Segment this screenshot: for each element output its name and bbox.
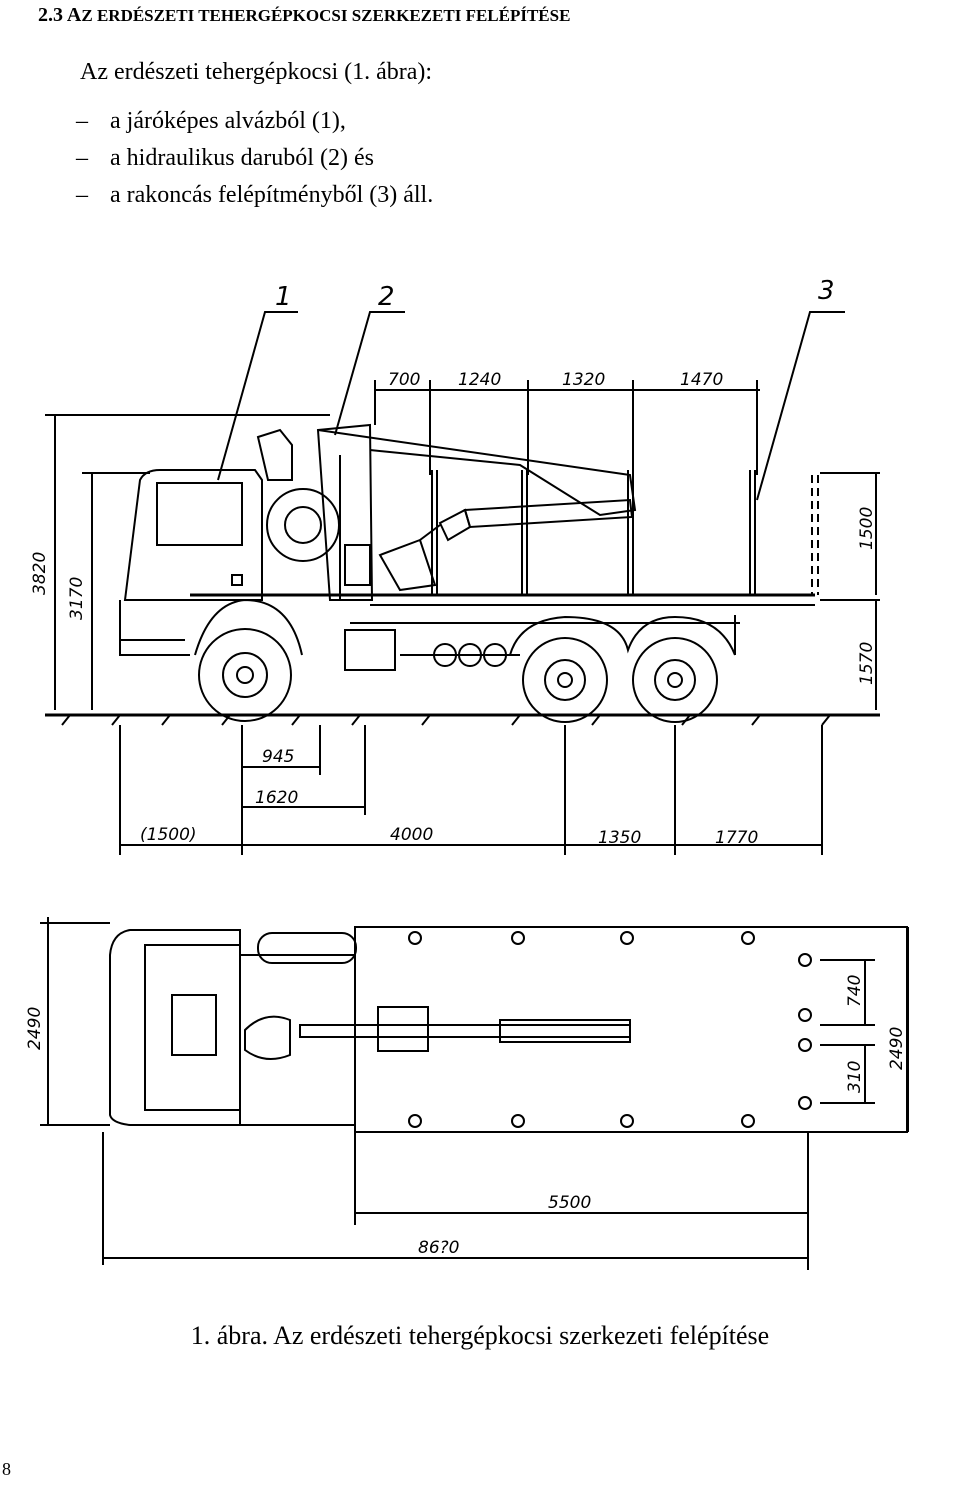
dim-label: (1500) <box>140 825 197 845</box>
dim-label: 3820 <box>30 552 50 595</box>
dim-label: 1620 <box>255 788 298 808</box>
dim-label: 1320 <box>562 370 605 390</box>
dim-label: 740 <box>845 975 865 1007</box>
dim-label: 1500 <box>857 507 877 550</box>
dim-label: 86?0 <box>418 1238 459 1258</box>
dim-label: 1770 <box>715 828 758 848</box>
callout-3: 3 <box>818 276 835 306</box>
dim-label: 700 <box>388 370 420 390</box>
dim-label: 2490 <box>887 1027 907 1070</box>
dim-label: 2490 <box>25 1007 45 1050</box>
list-item: –a járóképes alvázból (1), <box>76 103 433 140</box>
list-dash: – <box>76 108 88 134</box>
list-dash: – <box>76 182 88 208</box>
list-item-text: a járóképes alvázból (1), <box>110 108 346 134</box>
dim-label: 3170 <box>67 577 87 620</box>
dim-label: 4000 <box>390 825 433 845</box>
list-item: –a rakoncás felépítményből (3) áll. <box>76 177 433 214</box>
list-item: –a hidraulikus daruból (2) és <box>76 140 433 177</box>
list-dash: – <box>76 145 88 171</box>
dim-label: 5500 <box>548 1193 591 1213</box>
dim-label: 1240 <box>458 370 501 390</box>
component-list: –a járóképes alvázból (1), –a hidrauliku… <box>76 103 433 214</box>
dim-label: 310 <box>845 1061 865 1093</box>
section-title-rest: Z ERDÉSZETI TEHERGÉPKOCSI SZERKEZETI FEL… <box>81 6 571 25</box>
list-item-text: a rakoncás felépítményből (3) áll. <box>110 182 434 208</box>
page-number: 8 <box>2 1459 11 1479</box>
dim-label: 1350 <box>598 828 641 848</box>
section-title-initial: A <box>66 4 82 26</box>
dim-label: 1570 <box>857 642 877 685</box>
callout-1: 1 <box>275 282 292 312</box>
section-number: 2.3 <box>38 4 63 26</box>
callout-2: 2 <box>378 282 395 312</box>
figure-caption: 1. ábra. Az erdészeti tehergépkocsi szer… <box>190 1321 770 1350</box>
intro-text: Az erdészeti tehergépkocsi (1. ábra): <box>80 59 433 85</box>
section-heading: 2.3 AZ ERDÉSZETI TEHERGÉPKOCSI SZERKEZET… <box>38 4 570 27</box>
dim-label: 1470 <box>680 370 723 390</box>
dim-label: 945 <box>262 747 294 767</box>
truck-technical-drawing: 1 2 3 700 1240 1320 1470 3820 3170 1500 … <box>25 276 909 1270</box>
list-item-text: a hidraulikus daruból (2) és <box>110 145 374 171</box>
